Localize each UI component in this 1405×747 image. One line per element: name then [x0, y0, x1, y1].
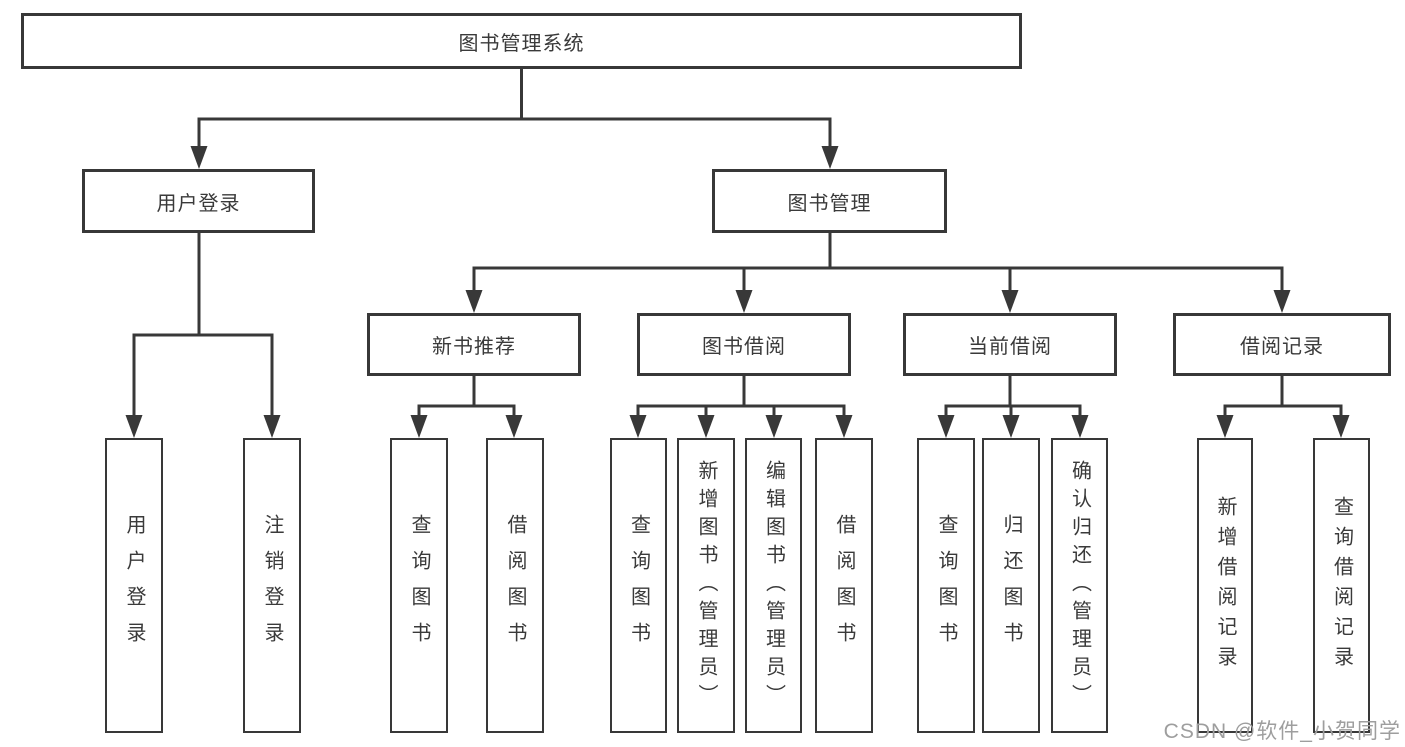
- leaf-confirm-return-admin: 确认归还（管理员）: [1051, 438, 1108, 733]
- node-book-borrowing: 图书借阅: [637, 313, 851, 376]
- leaf-label: 确认归还（管理员）: [1068, 459, 1091, 712]
- leaf-query-borrow-record: 查询借阅记录: [1313, 438, 1370, 733]
- leaf-label: 用户登录: [123, 513, 145, 658]
- leaf-label: 编辑图书（管理员）: [762, 459, 785, 712]
- leaf-label: 新增借阅记录: [1214, 495, 1236, 676]
- leaf-logout: 注销登录: [243, 438, 301, 733]
- watermark: CSDN @软件_小贺同学: [1163, 720, 1401, 743]
- leaf-return-book: 归还图书: [982, 438, 1040, 733]
- leaf-query-books-recommend: 查询图书: [390, 438, 448, 733]
- leaf-query-books-borrowing: 查询图书: [610, 438, 667, 733]
- node-new-book-recommend: 新书推荐: [367, 313, 581, 376]
- leaf-add-book-admin: 新增图书（管理员）: [677, 438, 735, 733]
- leaf-label: 借阅图书: [504, 513, 526, 658]
- leaf-label: 新增图书（管理员）: [695, 459, 717, 712]
- leaf-label: 查询图书: [408, 513, 430, 658]
- leaf-query-books-current: 查询图书: [917, 438, 975, 733]
- node-library-system: 图书管理系统: [21, 13, 1022, 69]
- node-borrowing-records: 借阅记录: [1173, 313, 1391, 376]
- node-user-login: 用户登录: [82, 169, 315, 233]
- leaf-borrow-book-recommend: 借阅图书: [486, 438, 544, 733]
- leaf-label: 查询借阅记录: [1330, 495, 1353, 676]
- leaf-label: 查询图书: [935, 513, 957, 658]
- leaf-add-borrow-record: 新增借阅记录: [1197, 438, 1253, 733]
- node-current-borrowing: 当前借阅: [903, 313, 1117, 376]
- leaf-label: 注销登录: [261, 513, 283, 658]
- leaf-label: 查询图书: [627, 513, 650, 658]
- leaf-label: 借阅图书: [833, 513, 855, 658]
- node-book-management: 图书管理: [712, 169, 947, 233]
- leaf-label: 归还图书: [1000, 513, 1022, 658]
- leaf-user-login: 用户登录: [105, 438, 163, 733]
- leaf-borrow-book: 借阅图书: [815, 438, 873, 733]
- leaf-edit-book-admin: 编辑图书（管理员）: [745, 438, 802, 733]
